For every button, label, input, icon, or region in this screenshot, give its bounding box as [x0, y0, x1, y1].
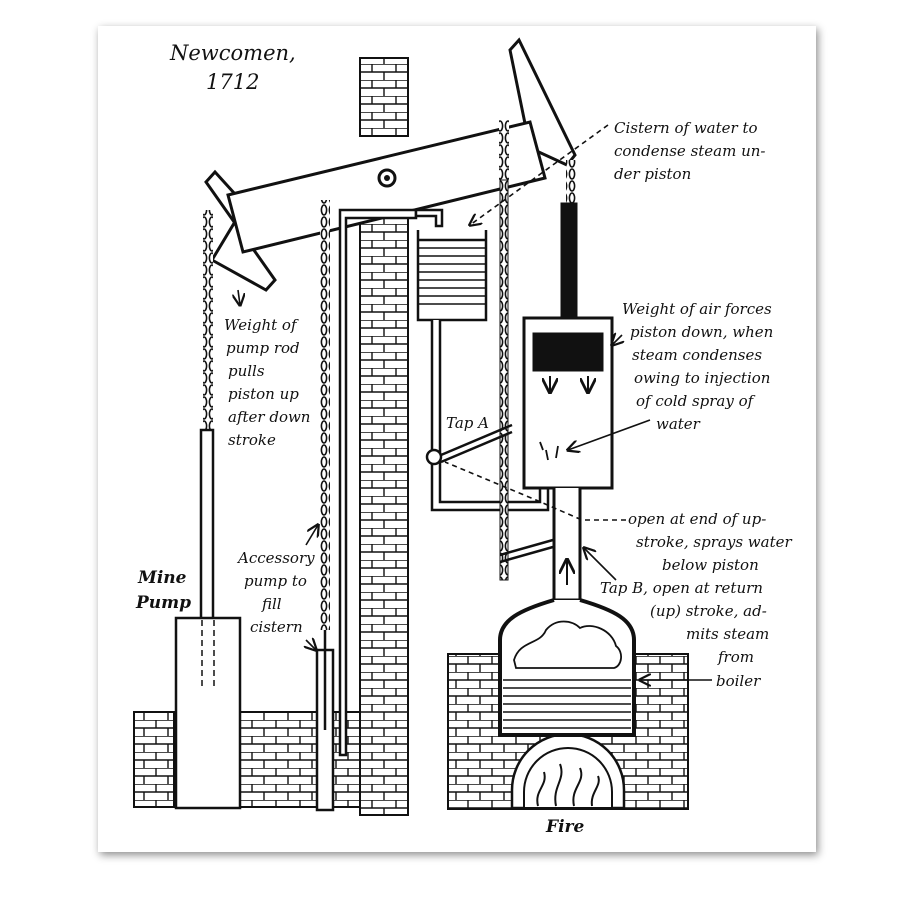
cistern-leader [470, 124, 609, 225]
tap-b-label-1: Tap B, open at return [600, 579, 763, 597]
cylinder [522, 202, 614, 602]
tap-a-label: Tap A [446, 414, 489, 432]
accessory-label-2: pump to [244, 572, 307, 590]
tap-b-leader [584, 548, 617, 581]
boiler [498, 598, 636, 737]
accessory-leader-up [305, 525, 318, 546]
cistern-label-2: condense steam un- [614, 142, 766, 160]
leader-lines [238, 124, 712, 680]
tap-a-desc-1: open at end of up- [628, 510, 766, 528]
spray-marks [539, 441, 559, 461]
tap-a-desc-3: below piston [662, 556, 759, 574]
accessory-label-3: fill [261, 595, 282, 613]
accessory-pump-chain [320, 200, 330, 630]
tap-b-label-3: mits steam [686, 625, 769, 643]
pump-rod [499, 179, 509, 581]
air-leader [612, 335, 622, 345]
rocking-beam [204, 37, 577, 292]
pump-rod-leader [238, 289, 240, 305]
piston [532, 332, 604, 372]
mine-pump-label-2: Pump [135, 593, 191, 613]
left-brick-wall [133, 711, 175, 808]
tap-a [425, 423, 513, 466]
tap-a-leader [444, 461, 626, 521]
accessory-pump [315, 208, 444, 812]
title-line-1: Newcomen, [169, 41, 296, 65]
fire-arch [510, 732, 626, 810]
air-label-4: owing to injection [634, 369, 770, 387]
piston-chain [566, 160, 576, 206]
accessory-rod-chain [499, 120, 509, 180]
cistern-label-1: Cistern of water to [614, 119, 758, 137]
chains [203, 120, 576, 630]
fire-label: Fire [545, 817, 584, 837]
pump-rod-label-4: piston up [228, 385, 299, 403]
tap-b-label-5: boiler [716, 672, 761, 690]
air-label-2: piston down, when [630, 323, 773, 341]
mine-pump-label-1: Mine [137, 568, 187, 588]
mine-pump-chain [203, 210, 213, 430]
pump-rod-label-5: after down [228, 408, 310, 426]
title-line-2: 1712 [206, 70, 259, 94]
feed-spout [414, 208, 444, 228]
pump-rod-label-3: pulls [228, 362, 265, 380]
air-label-5: of cold spray of [636, 392, 756, 410]
flame-strokes [536, 763, 600, 807]
pump-rod-label-1: Weight of [224, 316, 299, 334]
tap-b-label-4: from [717, 648, 754, 666]
steam-cloud [513, 620, 622, 669]
accessory-leader-down [306, 640, 316, 650]
central-brick-column [359, 199, 409, 816]
cistern-label-3: der piston [614, 165, 691, 183]
pump-rod-label-2: pump rod [226, 339, 300, 357]
chimney-top-brick [359, 57, 409, 137]
spray-leader [568, 419, 651, 450]
air-label-1: Weight of air forces [622, 300, 772, 318]
tap-a-desc-2: stroke, sprays water [636, 533, 792, 551]
accessory-label-1: Accessory [236, 549, 315, 567]
air-label-6: water [656, 415, 701, 433]
tap-b-label-2: (up) stroke, ad- [650, 602, 767, 620]
air-label-3: steam condenses [632, 346, 762, 364]
accessory-label-4: cistern [250, 618, 303, 636]
pump-rod-label-6: stroke [228, 431, 276, 449]
mine-pump [174, 428, 242, 810]
labels: Newcomen, 1712 Cistern of water to conde… [135, 41, 792, 837]
